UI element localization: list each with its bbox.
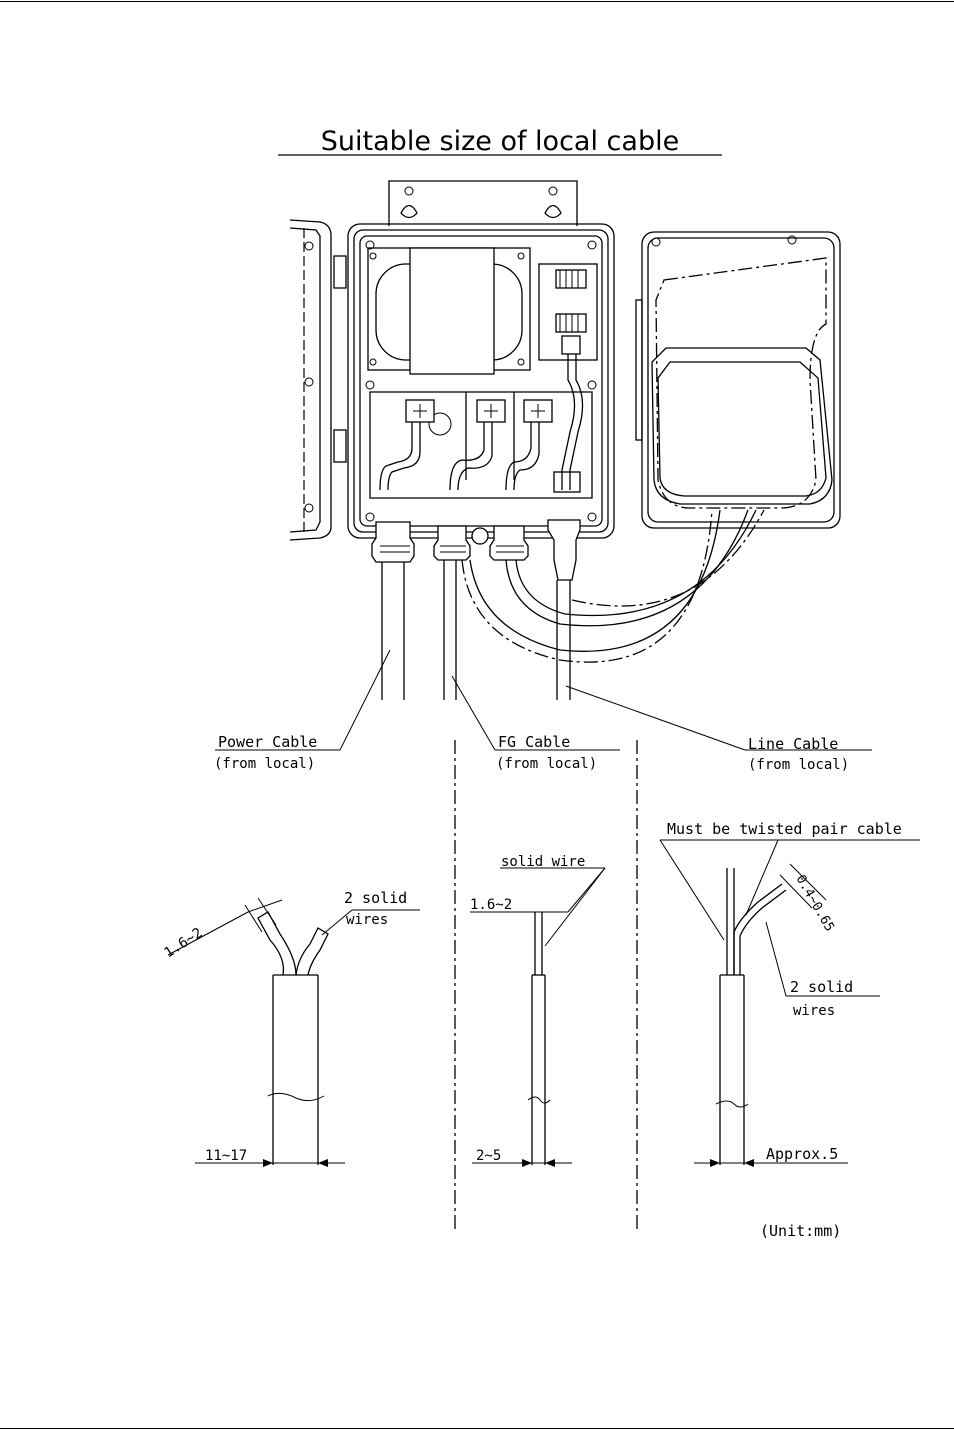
- solid-wire-label: solid wire: [501, 854, 585, 870]
- line-cable-label: Line Cable: [748, 735, 838, 753]
- two-solid-wires-c: 2 solid: [790, 978, 853, 996]
- main-box: [347, 223, 615, 539]
- enclosure-drawing: [289, 180, 841, 700]
- line-outer-dim: Approx.5: [766, 1145, 838, 1163]
- two-solid-wires-b: wires: [346, 912, 388, 928]
- fg-cable-detail: solid wire 1.6~2 2~5: [470, 854, 606, 1167]
- unit-note: (Unit:mm): [760, 1222, 841, 1240]
- twisted-pair-note: Must be twisted pair cable: [667, 820, 902, 838]
- two-solid-wires-d: wires: [793, 1003, 835, 1019]
- right-lid: [635, 231, 841, 529]
- cable-glands: [371, 519, 581, 581]
- left-door: [289, 219, 347, 541]
- cables: [381, 509, 765, 700]
- power-cable-sub: (from local): [214, 756, 315, 772]
- power-outer-dim: 11~17: [205, 1148, 247, 1164]
- power-cable-label: Power Cable: [218, 733, 317, 751]
- fg-outer-dim: 2~5: [476, 1148, 501, 1164]
- line-cable-detail: Must be twisted pair cable 0.4~0.65 2 so…: [659, 820, 920, 1167]
- top-rule: [0, 1, 954, 2]
- bottom-rule: [0, 1428, 954, 1429]
- power-cable-detail: 1.6~2 2 solid wires 11~17: [161, 889, 420, 1167]
- two-solid-wires-a: 2 solid: [344, 889, 407, 907]
- fg-cable-sub: (from local): [496, 756, 597, 772]
- diagram-title: Suitable size of local cable: [321, 126, 679, 157]
- line-core-dim: 0.4~0.65: [793, 873, 837, 935]
- fg-core-dim: 1.6~2: [470, 897, 512, 913]
- line-cable-sub: (from local): [748, 757, 849, 773]
- fg-cable-label: FG Cable: [498, 733, 570, 751]
- power-core-dim: 1.6~2: [161, 925, 205, 961]
- mounting-bracket: [388, 180, 578, 226]
- callouts: Power Cable (from local) FG Cable (from …: [214, 649, 872, 773]
